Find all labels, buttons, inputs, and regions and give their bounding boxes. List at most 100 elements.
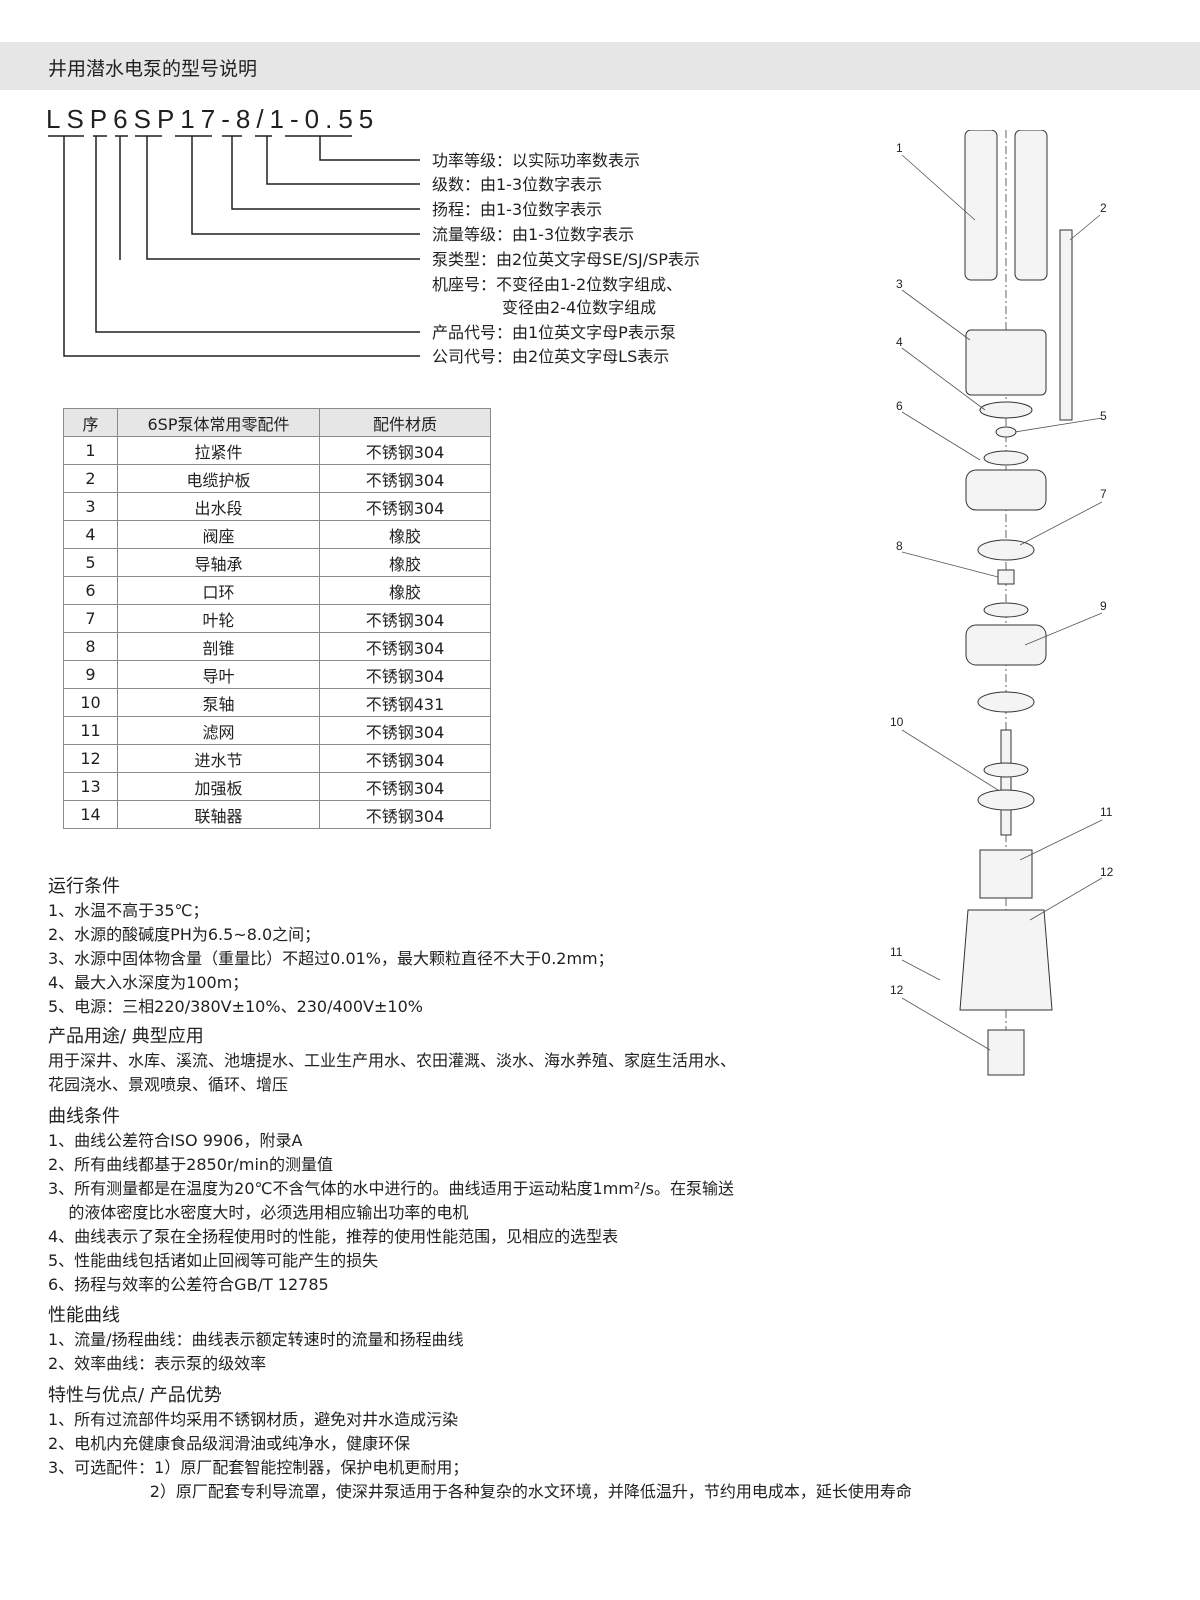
section-line: 用于深井、水库、溪流、池塘提水、工业生产用水、农田灌溉、淡水、海水养殖、家庭生活…	[48, 1051, 737, 1070]
section-line: 6、扬程与效率的公差符合GB/T 12785	[48, 1275, 329, 1294]
table-cell: 叶轮	[117, 604, 320, 633]
bearing	[995, 426, 1017, 438]
part-callout-label: 10	[890, 715, 904, 729]
part-callout-label: 4	[896, 335, 903, 349]
table-cell: 橡胶	[319, 548, 491, 577]
table-cell: 橡胶	[319, 520, 491, 549]
table-cell: 12	[63, 744, 118, 773]
table-cell: 剖锥	[117, 632, 320, 661]
table-cell: 5	[63, 548, 118, 577]
table-header: 序	[63, 408, 118, 437]
section-line: 1、流量/扬程曲线：曲线表示额定转速时的流量和扬程曲线	[48, 1330, 464, 1349]
table-cell: 不锈钢304	[319, 464, 491, 493]
table-cell: 不锈钢304	[319, 436, 491, 465]
valve-seat	[979, 401, 1033, 419]
table-cell: 不锈钢304	[319, 492, 491, 521]
desc-type: 泵类型：由2位英文字母SE/SJ/SP表示	[432, 250, 700, 269]
part-callout-label: 12	[890, 983, 904, 997]
part-callout-label: 8	[896, 539, 903, 553]
part-callout-label: 1	[896, 141, 903, 155]
cable-guard	[1059, 229, 1073, 421]
table-cell: 9	[63, 660, 118, 689]
section-line: 花园浇水、景观喷泉、循环、增压	[48, 1075, 289, 1094]
table-cell: 4	[63, 520, 118, 549]
page-title: 井用潜水电泵的型号说明	[48, 58, 258, 80]
section-title: 性能曲线	[48, 1305, 120, 1326]
part-callout-label: 7	[1100, 487, 1107, 501]
table-header: 配件材质	[319, 408, 491, 437]
impeller-2	[977, 691, 1035, 713]
section-line: 4、最大入水深度为100m；	[48, 973, 249, 992]
table-cell: 不锈钢304	[319, 632, 491, 661]
header-band: 井用潜水电泵的型号说明	[0, 42, 1200, 90]
section-line: 的液体密度比水密度大时，必须选用相应输出功率的电机	[48, 1203, 469, 1222]
desc-power: 功率等级：以实际功率数表示	[432, 151, 641, 170]
section-line: 2）原厂配套专利导流罩，使深井泵适用于各种复杂的水文环境，并降低温升，节约用电成…	[48, 1482, 912, 1501]
desc-frame: 机座号：不变径由1-2位数字组成、	[432, 275, 683, 294]
desc-flow: 流量等级：由1-3位数字表示	[432, 225, 635, 244]
table-cell: 不锈钢304	[319, 772, 491, 801]
part-callout-label: 11	[890, 945, 903, 959]
table-cell: 滤网	[117, 716, 320, 745]
desc-head: 扬程：由1-3位数字表示	[432, 200, 603, 219]
shaft	[1000, 729, 1012, 836]
section-line: 1、水温不高于35℃；	[48, 901, 209, 920]
part-callout-label: 12	[1100, 865, 1114, 879]
table-cell: 不锈钢304	[319, 716, 491, 745]
table-cell: 不锈钢431	[319, 688, 491, 717]
table-cell: 7	[63, 604, 118, 633]
model-bracket-lines-2	[63, 136, 420, 357]
table-cell: 13	[63, 772, 118, 801]
table-cell: 8	[63, 632, 118, 661]
table-cell: 6	[63, 576, 118, 605]
table-cell: 橡胶	[319, 576, 491, 605]
impeller-1	[977, 539, 1035, 561]
table-cell: 14	[63, 800, 118, 829]
inlet-section	[959, 909, 1053, 1011]
section-title: 运行条件	[48, 876, 120, 897]
table-cell: 2	[63, 464, 118, 493]
section-line: 2、电机内充健康食品级润滑油或纯净水，健康环保	[48, 1434, 411, 1453]
table-cell: 阀座	[117, 520, 320, 549]
table-cell: 不锈钢304	[319, 744, 491, 773]
section-line: 4、曲线表示了泵在全扬程使用时的性能，推荐的使用性能范围，见相应的选型表	[48, 1227, 619, 1246]
outlet-section	[965, 329, 1047, 396]
table-cell: 10	[63, 688, 118, 717]
part-callout-label: 3	[896, 277, 903, 291]
section-title: 特性与优点/ 产品优势	[48, 1385, 222, 1406]
part-callout-label: 11	[1100, 805, 1113, 819]
table-cell: 电缆护板	[117, 464, 320, 493]
section-title: 产品用途/ 典型应用	[48, 1026, 204, 1047]
strainer	[979, 849, 1033, 899]
part-callout-label: 9	[1100, 599, 1107, 613]
diffuser-2	[965, 624, 1047, 666]
table-cell: 拉紧件	[117, 436, 320, 465]
desc-company: 公司代号：由2位英文字母LS表示	[432, 347, 670, 366]
section-line: 2、水源的酸碱度PH为6.5~8.0之间；	[48, 925, 321, 944]
table-cell: 联轴器	[117, 800, 320, 829]
model-bracket-lines	[48, 135, 420, 260]
section-line: 2、所有曲线都基于2850r/min的测量值	[48, 1155, 334, 1174]
table-cell: 不锈钢304	[319, 604, 491, 633]
section-line: 3、可选配件：1）原厂配套智能控制器，保护电机更耐用；	[48, 1458, 469, 1477]
section-line: 5、性能曲线包括诸如止回阀等可能产生的损失	[48, 1251, 379, 1270]
tension-part-right	[1014, 130, 1048, 281]
table-cell: 导轴承	[117, 548, 320, 577]
desc-stages: 级数：由1-3位数字表示	[432, 175, 603, 194]
part-callout-label: 5	[1100, 409, 1107, 423]
tension-part-left	[964, 130, 998, 281]
table-cell: 不锈钢304	[319, 800, 491, 829]
